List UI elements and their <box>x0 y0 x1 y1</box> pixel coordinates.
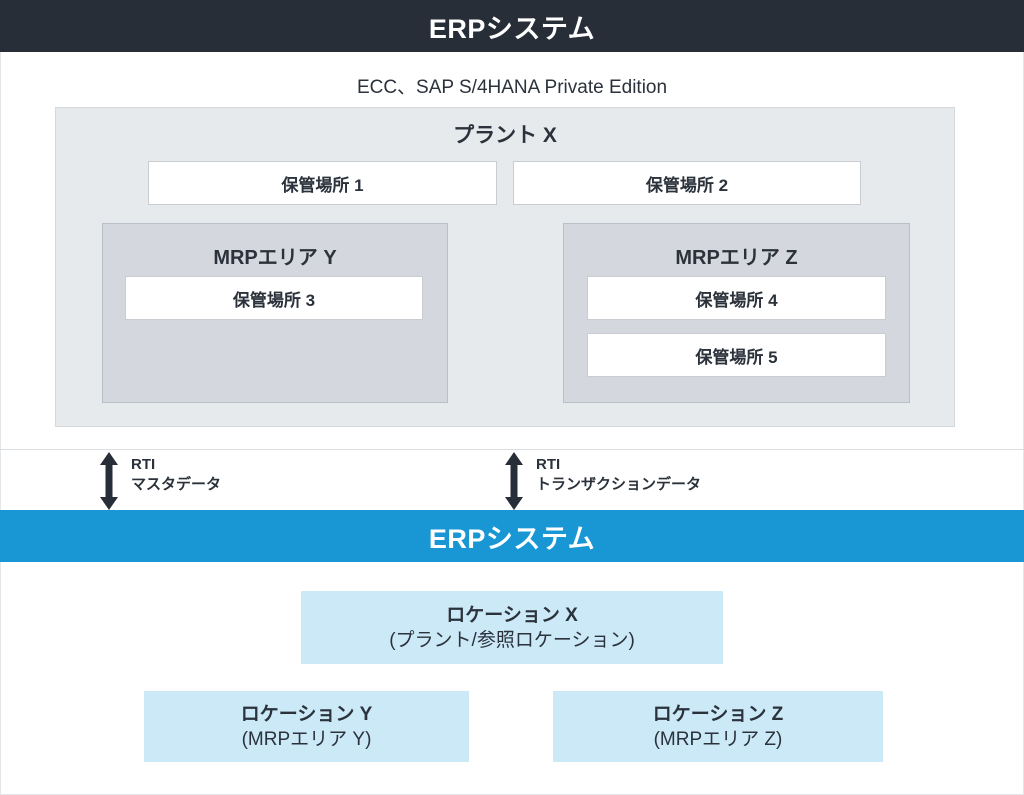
bottom-header-title: ERPシステム <box>428 523 596 554</box>
mrp-area-y-box: MRPエリア Y 保管場所 3 <box>102 223 448 403</box>
rti-label-line2: トランザクションデータ <box>536 476 702 493</box>
mrp-area-z-box: MRPエリア Z 保管場所 4 保管場所 5 <box>563 223 910 403</box>
location-x-name: ロケーション X <box>446 604 578 626</box>
rti-label-line1: RTI <box>131 456 156 473</box>
plant-x-box: プラント X 保管場所 1 保管場所 2 MRPエリア Y 保管場所 3 MRP… <box>55 107 955 427</box>
mrp-area-z-title: MRPエリア Z <box>675 247 798 269</box>
location-x-subtitle: (プラント/参照ロケーション) <box>389 629 635 651</box>
section-divider-line <box>0 449 1024 450</box>
location-x-box: ロケーション X (プラント/参照ロケーション) <box>301 591 723 664</box>
location-z-name: ロケーション Z <box>652 703 784 725</box>
rti-master-data-label: RTI マスタデータ <box>131 455 221 495</box>
mrp-area-y-title: MRPエリア Y <box>213 247 337 269</box>
location-z-box: ロケーション Z (MRPエリア Z) <box>553 691 883 762</box>
storage-location-4-box: 保管場所 4 <box>587 276 886 320</box>
location-y-subtitle: (MRPエリア Y) <box>241 728 372 750</box>
location-z-subtitle: (MRPエリア Z) <box>653 728 783 750</box>
double-arrow-icon <box>100 452 118 510</box>
location-y-box: ロケーション Y (MRPエリア Y) <box>144 691 469 762</box>
location-y-name: ロケーション Y <box>240 703 373 725</box>
top-header-bar: ERPシステム <box>0 0 1024 52</box>
storage-location-2-box: 保管場所 2 <box>513 161 861 205</box>
rti-label-line1: RTI <box>536 456 561 473</box>
rti-label-line2: マスタデータ <box>131 476 222 493</box>
plant-title: プラント X <box>453 124 557 147</box>
top-header-title: ERPシステム <box>428 13 596 44</box>
bottom-header-bar: ERPシステム <box>0 510 1024 562</box>
double-arrow-icon <box>505 452 523 510</box>
storage-location-3-box: 保管場所 3 <box>125 276 423 320</box>
system-subtitle: ECC、SAP S/4HANA Private Edition <box>356 77 668 98</box>
storage-location-1-box: 保管場所 1 <box>148 161 497 205</box>
rti-transaction-data-label: RTI トランザクションデータ <box>536 455 701 495</box>
storage-location-5-box: 保管場所 5 <box>587 333 886 377</box>
